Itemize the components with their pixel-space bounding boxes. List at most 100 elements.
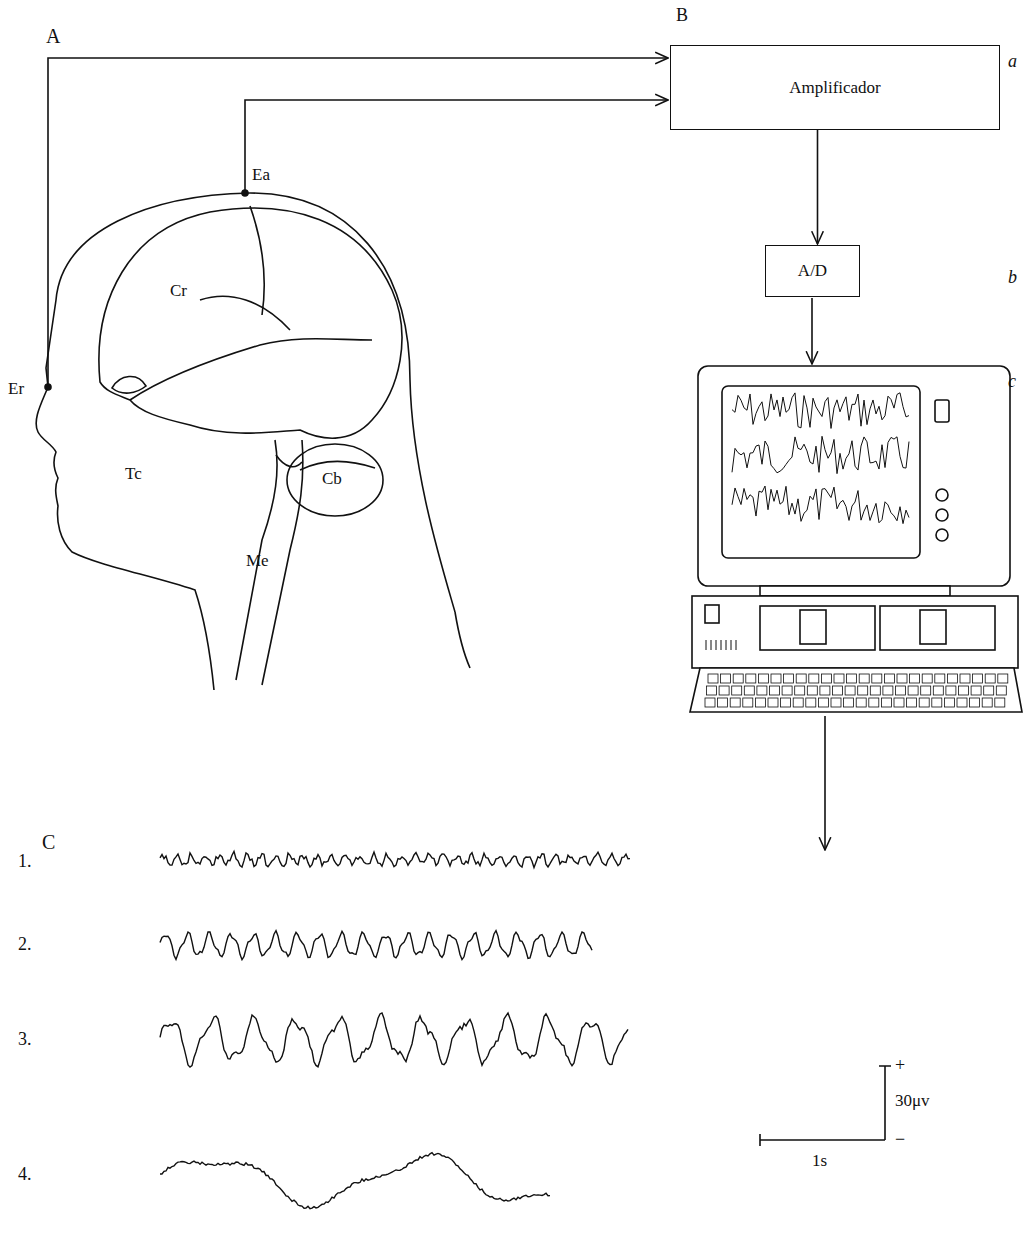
scale-bar <box>760 1066 891 1146</box>
keyboard-key <box>996 686 1006 695</box>
part-label: 1. <box>18 852 32 870</box>
keyboard-key <box>946 686 956 695</box>
brainstem-bend <box>276 455 302 467</box>
keyboard-key <box>896 686 906 695</box>
cerebellum <box>287 444 383 516</box>
vent-line <box>706 640 707 650</box>
keyboard-key <box>922 674 932 683</box>
keyboard-key <box>845 686 855 695</box>
keyboard-key <box>959 686 969 695</box>
keyboard-key <box>881 698 891 707</box>
keyboard-key <box>708 674 718 683</box>
keyboard-key <box>973 674 983 683</box>
keyboard-key <box>806 698 816 707</box>
keyboard-key <box>718 698 728 707</box>
computer <box>690 366 1022 712</box>
scale-bar <box>760 1066 891 1146</box>
keyboard-key <box>844 698 854 707</box>
part-label: b <box>1008 268 1017 286</box>
reference-wire <box>48 58 668 387</box>
box-label: A/D <box>788 257 837 285</box>
keyboard-key <box>705 698 715 707</box>
part-label: c <box>1008 372 1016 390</box>
keyboard-key <box>707 686 717 695</box>
screen-trace <box>732 393 909 524</box>
keyboard-key <box>732 686 742 695</box>
screen-trace <box>732 486 909 524</box>
keyboard-key <box>858 686 868 695</box>
keyboard-key <box>771 674 781 683</box>
central-sulcus <box>250 206 264 315</box>
part-label: Cb <box>322 470 342 487</box>
drive-bay <box>760 606 875 650</box>
keyboard-key <box>755 698 765 707</box>
keyboard-key <box>833 686 843 695</box>
keyboard-keys <box>705 674 1008 707</box>
active-wire <box>245 100 668 193</box>
keyboard-key <box>872 674 882 683</box>
part-label: − <box>895 1130 905 1148</box>
keyboard-key <box>856 698 866 707</box>
keyboard-key <box>818 698 828 707</box>
brainstem <box>236 440 303 685</box>
head-outline <box>36 193 455 690</box>
keyboard-key <box>908 686 918 695</box>
keyboard-key <box>947 674 957 683</box>
keyboard-key <box>807 686 817 695</box>
eye <box>112 376 146 393</box>
monitor-button <box>935 400 949 422</box>
keyboard-key <box>933 686 943 695</box>
vent-line <box>726 640 727 650</box>
keyboard <box>690 668 1022 712</box>
vent-line <box>711 640 712 650</box>
part-label: 30μv <box>895 1092 930 1109</box>
part-label: 1s <box>812 1152 827 1169</box>
part-label: C <box>42 832 55 852</box>
temporal-lobe <box>130 339 372 400</box>
drive-door <box>920 610 946 644</box>
screen-trace <box>732 393 909 429</box>
keyboard-key <box>847 674 857 683</box>
eeg-trace <box>160 1153 550 1209</box>
keyboard-key <box>998 674 1008 683</box>
part-label: Tc <box>125 465 142 482</box>
keyboard-key <box>743 698 753 707</box>
vent-line <box>721 640 722 650</box>
keyboard-key <box>809 674 819 683</box>
monitor-button <box>936 489 948 501</box>
keyboard-key <box>795 686 805 695</box>
eeg-trace <box>160 851 630 1208</box>
keyboard-key <box>744 686 754 695</box>
eeg-trace <box>160 1013 628 1067</box>
part-label: 2. <box>18 935 32 953</box>
keyboard-key <box>870 686 880 695</box>
vent-line <box>736 640 737 650</box>
keyboard-key <box>921 686 931 695</box>
keyboard-key <box>793 698 803 707</box>
keyboard-key <box>884 674 894 683</box>
electrode-wire <box>45 58 668 390</box>
keyboard-key <box>831 698 841 707</box>
signal-arrow <box>817 130 819 244</box>
keyboard-key <box>995 698 1005 707</box>
monitor-button <box>936 529 948 541</box>
part-label: + <box>895 1056 905 1074</box>
keyboard-key <box>796 674 806 683</box>
keyboard-key <box>982 698 992 707</box>
keyboard-key <box>768 698 778 707</box>
part-label: B <box>676 6 688 24</box>
process-box: Amplificador <box>670 45 1000 130</box>
keyboard-key <box>820 686 830 695</box>
keyboard-key <box>984 686 994 695</box>
drive-bay <box>880 606 995 650</box>
keyboard-key <box>910 674 920 683</box>
screen-trace <box>732 436 909 473</box>
keyboard-key <box>721 674 731 683</box>
process-box: A/D <box>765 245 860 297</box>
keyboard-key <box>935 674 945 683</box>
sulcus <box>200 296 290 330</box>
keyboard-key <box>985 674 995 683</box>
vent-line <box>716 640 717 650</box>
keyboard-key <box>883 686 893 695</box>
